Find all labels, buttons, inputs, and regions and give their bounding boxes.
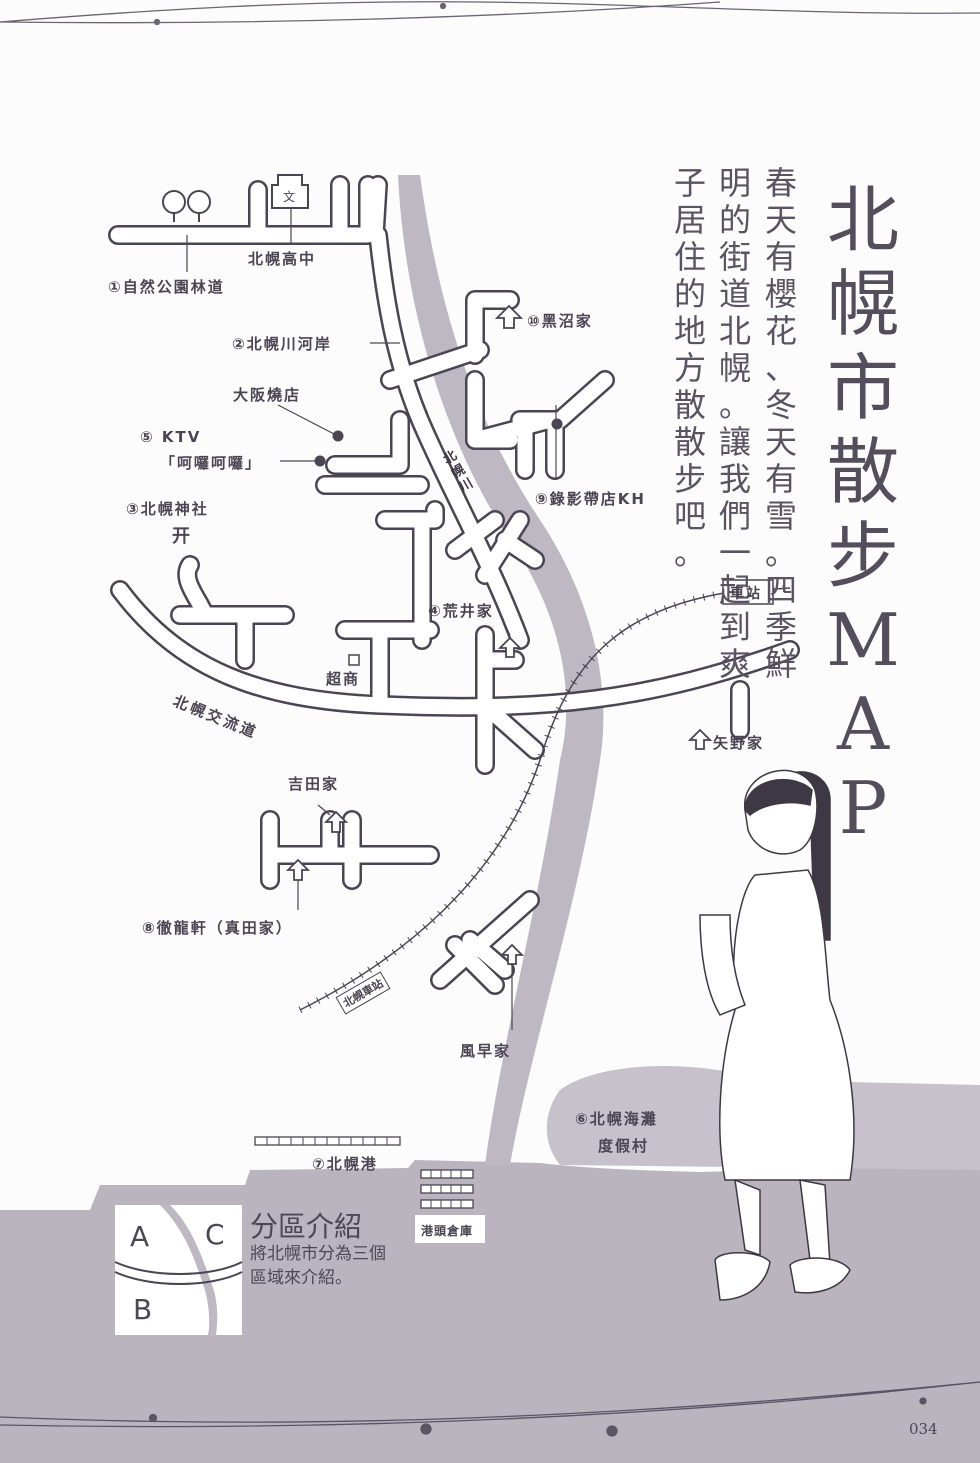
warehouse-label: 港頭倉庫 xyxy=(421,1224,474,1238)
landmark-2-label: ②北幌川河岸 xyxy=(232,335,332,353)
intro-char: 散 xyxy=(673,423,706,461)
landmark-6-resort-label: 度假村 xyxy=(598,1137,650,1155)
area-intro-desc: 將北幌市分為三個 區域來介紹。 xyxy=(250,1242,410,1290)
intro-char: 起 xyxy=(718,571,751,609)
landmark-8-label: ⑧徹龍軒（真田家） xyxy=(142,919,293,937)
intro-column-1: 春天有櫻花、冬天有雪。四季鮮 xyxy=(761,165,801,683)
title-char: 北 xyxy=(826,178,899,262)
landmark-5-label: ⑤ KTV xyxy=(140,428,202,446)
intro-char: 雪 xyxy=(764,497,797,535)
roads xyxy=(108,175,800,995)
kazehaya-house-label: 風早家 xyxy=(460,1042,512,1060)
intro-char: 幌 xyxy=(718,349,751,387)
intro-char: 一 xyxy=(718,534,751,572)
intro-char: 有 xyxy=(764,460,797,498)
warehouse-box xyxy=(415,1215,485,1243)
intro-char: 季 xyxy=(764,608,797,646)
intro-char: 四 xyxy=(764,571,797,609)
title-char: A xyxy=(837,682,889,766)
intro-char: 。 xyxy=(718,386,751,424)
intro-char: 的 xyxy=(673,275,706,313)
store-label: 超商 xyxy=(326,670,361,688)
intro-char: 的 xyxy=(718,201,751,239)
intro-char: 散 xyxy=(673,386,706,424)
landmark-7-label: ⑦北幌港 xyxy=(312,1155,378,1173)
page-title: 北 幌 市 散 步 M A P xyxy=(818,178,908,850)
area-intro-desc-line: 區域來介紹。 xyxy=(250,1268,352,1288)
landmark-3-label: ③北幌神社 xyxy=(126,500,209,518)
osaka-label: 大阪燒店 xyxy=(233,386,302,404)
shrine-gate-icon: 开 xyxy=(172,526,192,547)
title-char: 幌 xyxy=(826,262,899,346)
landmark-1-label: ①自然公園林道 xyxy=(108,278,225,296)
title-char: 步 xyxy=(826,514,899,598)
title-char: P xyxy=(838,766,888,850)
river xyxy=(398,175,604,1165)
intro-column-3: 子居住的地方散散步吧。 xyxy=(670,165,710,572)
girl-illustration xyxy=(699,769,855,1301)
yano-house-label: 矢野家 xyxy=(713,734,765,752)
yoshida-house-label: 吉田家 xyxy=(288,775,340,793)
school-icon xyxy=(271,174,309,209)
intro-char: 北 xyxy=(718,312,751,350)
intro-char: 、 xyxy=(764,349,797,387)
landmark-6-label: ⑥北幌海灘 xyxy=(575,1110,658,1128)
intro-char: 爽 xyxy=(718,645,751,683)
tree-icon xyxy=(162,190,211,222)
intro-char: 吧 xyxy=(673,497,706,535)
landmark-9-label: ⑨錄影帶店KH xyxy=(535,490,646,508)
title-char: 散 xyxy=(826,430,899,514)
sea-area xyxy=(0,1160,980,1463)
intro-char: 子 xyxy=(673,164,706,202)
intro-char: 我 xyxy=(718,460,751,498)
area-intro-title: 分區介紹 xyxy=(250,1210,363,1243)
station-box xyxy=(722,579,774,605)
highschool-label: 北幌高中 xyxy=(248,250,317,268)
intro-char: 花 xyxy=(764,312,797,350)
intro-char: 到 xyxy=(718,608,751,646)
landmark-5-name-label: 「呵囉呵囉」 xyxy=(160,454,263,472)
intro-char: 天 xyxy=(764,201,797,239)
station-label: 車站 xyxy=(730,586,762,602)
intro-char: 天 xyxy=(764,423,797,461)
intro-column-2: 明的街道北幌。讓我們一起到爽 xyxy=(715,165,755,683)
intro-char: 讓 xyxy=(718,423,751,461)
school-glyph: 文 xyxy=(283,189,295,204)
railway xyxy=(298,584,791,1014)
zone-a: A xyxy=(130,1220,150,1253)
title-char: 市 xyxy=(826,346,899,430)
decorative-bottom-lines xyxy=(0,1381,980,1437)
intro-char: 方 xyxy=(673,349,706,387)
area-intro-desc-line: 將北幌市分為三個 xyxy=(250,1244,386,1264)
intro-char: 。 xyxy=(673,534,706,572)
landmark-10-label: ⑩黑沼家 xyxy=(527,312,593,330)
intro-char: 道 xyxy=(718,275,751,313)
intro-char: 櫻 xyxy=(764,275,797,313)
intro-char: 地 xyxy=(673,312,706,350)
intro-char: 街 xyxy=(718,238,751,276)
intro-char: 步 xyxy=(673,460,706,498)
intro-char: 春 xyxy=(764,164,797,202)
zone-legend-map xyxy=(114,1205,243,1335)
intro-char: 們 xyxy=(718,497,751,535)
zone-b: B xyxy=(133,1293,153,1326)
zone-c: C xyxy=(205,1218,225,1251)
intro-char: 冬 xyxy=(764,386,797,424)
page-number: 034 xyxy=(909,1420,938,1438)
intro-char: 有 xyxy=(764,238,797,276)
intro-char: 。 xyxy=(764,534,797,572)
intro-char: 居 xyxy=(673,201,706,239)
landmark-4-label: ④荒井家 xyxy=(428,602,494,620)
decorative-top-lines xyxy=(0,1,980,26)
intro-char: 住 xyxy=(673,238,706,276)
house-arrow-icon xyxy=(285,304,713,965)
title-char: M xyxy=(826,598,900,682)
intro-char: 明 xyxy=(718,164,751,202)
intro-char: 鮮 xyxy=(764,645,797,683)
